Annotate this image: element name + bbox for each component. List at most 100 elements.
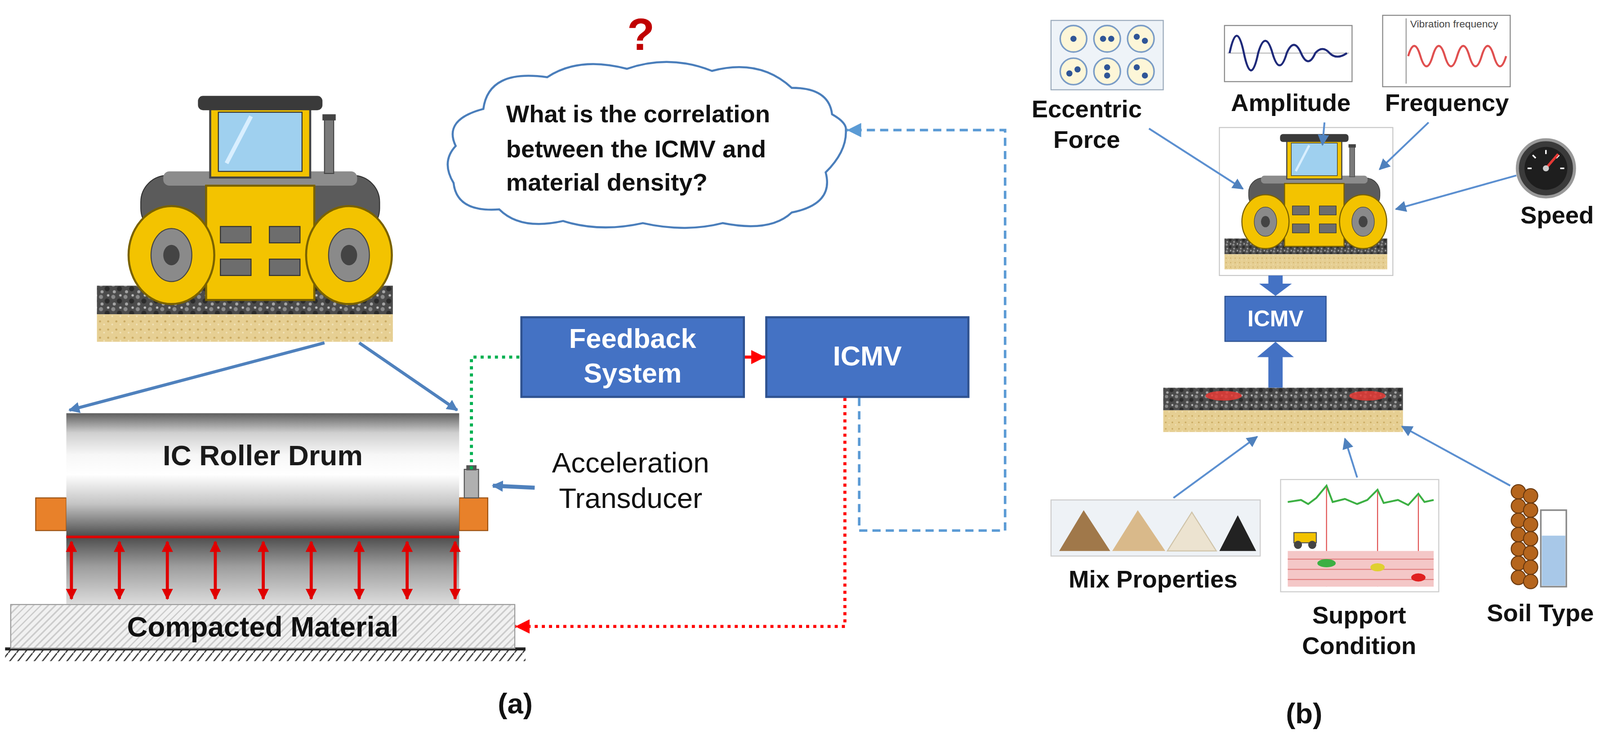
eccentric-icon — [1066, 33, 1149, 79]
drum-end-cap — [459, 498, 488, 531]
speedometer-icon — [1527, 167, 1532, 170]
process-box: ICMV — [765, 316, 970, 399]
speedometer-icon — [1517, 139, 1575, 197]
factor-label: Speed — [1512, 200, 1595, 231]
roller-icon — [1224, 133, 1388, 270]
contact-pressure — [405, 541, 409, 599]
mix-icon — [1167, 512, 1217, 551]
node-text: What is the correlation between the ICMV… — [506, 97, 782, 201]
soil-icon — [1523, 574, 1538, 589]
speedometer-icon — [1545, 150, 1547, 155]
mix-icon — [1219, 515, 1257, 551]
drum-leader — [69, 343, 458, 411]
factor-leader — [1379, 122, 1429, 170]
node-text: IC Roller Drum — [162, 437, 363, 474]
soil-icon — [1523, 560, 1538, 575]
soil-icon — [1523, 531, 1538, 547]
node-text: ICMV — [833, 339, 902, 375]
factor-label: Amplitude — [1219, 87, 1363, 119]
eccentric-icon — [1093, 57, 1121, 85]
drum-box: IC Roller Drum — [66, 413, 460, 536]
roller-illustration — [97, 95, 393, 342]
soil-icon — [1523, 503, 1538, 518]
mix-icon — [1051, 499, 1261, 557]
eccentric-icon — [1060, 25, 1155, 85]
support-icon — [1287, 485, 1434, 505]
mix-icon — [1059, 510, 1110, 552]
eccentric-icon — [1093, 25, 1121, 53]
eccentric-icon — [1108, 35, 1115, 42]
sensor-leader — [492, 485, 535, 488]
layer-icon — [1163, 387, 1404, 433]
sensor-leader — [492, 485, 535, 488]
support-icon — [1287, 579, 1434, 580]
material-band: Compacted Material — [10, 604, 516, 650]
roller-icon — [1219, 127, 1393, 276]
sensor-symbol — [464, 469, 479, 499]
amplitude-icon — [1224, 25, 1353, 82]
frequency-icon — [1382, 15, 1511, 87]
eccentric-icon — [1100, 35, 1107, 42]
flow-arrow — [1256, 341, 1294, 388]
amplitude-icon — [1224, 25, 1353, 82]
eccentric-icon — [1060, 25, 1087, 53]
soil-icon — [1523, 488, 1538, 504]
roller-icon — [1219, 127, 1393, 276]
contact-pressure — [165, 541, 170, 599]
support-icon — [1287, 558, 1434, 560]
eccentric-icon — [1141, 37, 1149, 45]
connector — [471, 356, 521, 470]
support-icon — [1280, 479, 1440, 593]
soil-icon — [1523, 517, 1538, 532]
eccentric-icon — [1104, 64, 1111, 71]
frequency-icon — [1408, 45, 1507, 67]
cloud-shape — [447, 62, 847, 228]
ground-symbol — [4, 650, 526, 662]
chart-caption: Vibration frequency — [1410, 18, 1509, 32]
factor-leader — [1149, 128, 1244, 189]
eccentric-icon — [1066, 70, 1073, 77]
factor-label: Support Condition — [1292, 600, 1426, 662]
sensor-label: Acceleration Transducer — [538, 445, 723, 517]
support-icon — [1317, 559, 1336, 568]
mix-icon — [1051, 499, 1261, 557]
contact-pressure — [453, 541, 457, 599]
layer-icon — [1163, 387, 1404, 433]
process-box: ICMV — [1224, 295, 1327, 342]
support-icon — [1280, 479, 1440, 593]
factor-label: Frequency — [1375, 87, 1519, 119]
factor-leader — [1345, 438, 1358, 478]
factor-leader — [1395, 175, 1517, 210]
contact-pressure — [261, 541, 265, 599]
drum-leader — [359, 343, 458, 411]
speedometer-icon — [1542, 165, 1550, 172]
contact-pressure — [66, 535, 460, 605]
drum-leader — [69, 343, 325, 411]
factor-leader — [1402, 426, 1511, 486]
frequency-icon — [1405, 18, 1407, 84]
soil-icon — [1511, 484, 1567, 589]
eccentric-icon — [1133, 64, 1141, 71]
eccentric-icon — [1127, 25, 1155, 53]
frequency-icon — [1382, 15, 1511, 87]
eccentric-icon — [1127, 57, 1155, 85]
contact-pressure — [213, 541, 218, 599]
ground-symbol — [4, 649, 526, 662]
support-icon — [1287, 568, 1434, 570]
drum-end-cap — [35, 498, 67, 531]
flow-arrow — [1259, 275, 1293, 296]
soil-icon — [1540, 510, 1567, 587]
factor-label: Eccentric Force — [1020, 93, 1154, 156]
eccentric-icon — [1051, 20, 1164, 90]
amplitude-icon — [1229, 35, 1347, 71]
contact-pressure — [309, 541, 313, 599]
question-mark: ? — [610, 6, 672, 63]
support-icon — [1293, 540, 1302, 549]
support-icon — [1287, 551, 1434, 587]
connector — [744, 355, 766, 359]
contact-pressure — [69, 541, 73, 599]
factor-label: Soil Type — [1471, 597, 1594, 629]
process-box: Feedback System — [520, 316, 745, 399]
